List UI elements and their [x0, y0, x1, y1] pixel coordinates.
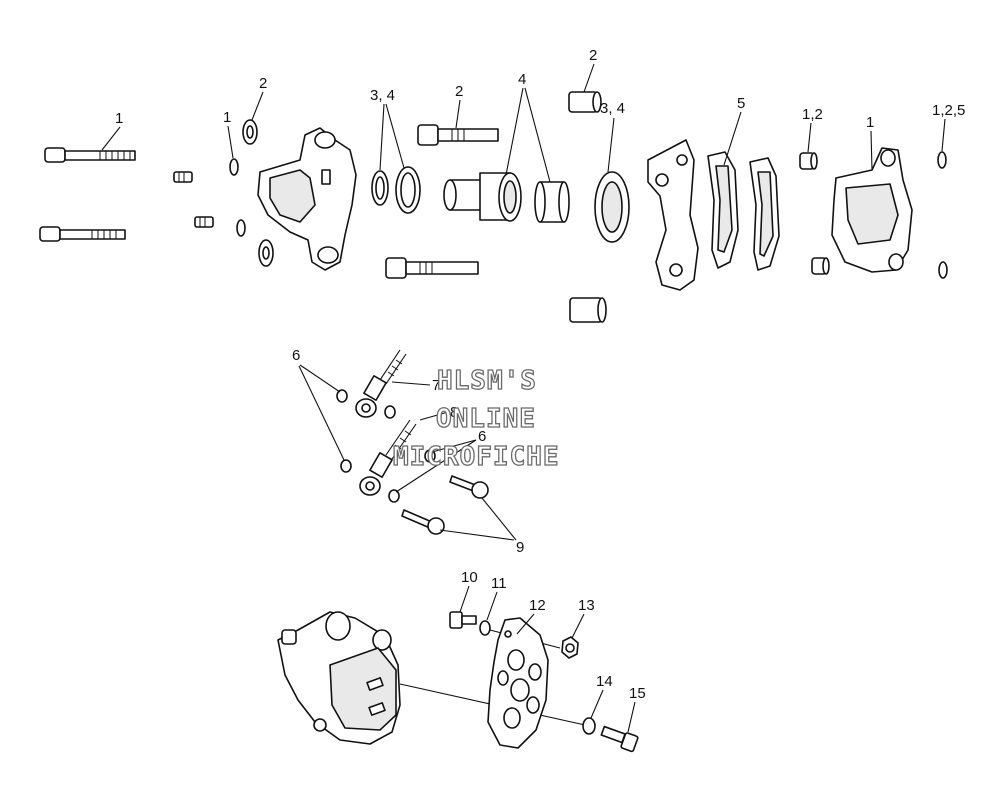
- guide-bushing-upper: [799, 152, 818, 170]
- nut-13: [561, 636, 579, 659]
- washer-14: [582, 717, 596, 735]
- seal-small-hole: [375, 176, 385, 200]
- washer-small-2: [236, 219, 246, 237]
- bleeder-screw-upper: [173, 171, 193, 183]
- leader-line: [723, 111, 742, 166]
- callout-label: 7: [432, 377, 440, 394]
- bushing-lower: [569, 297, 607, 323]
- callout-label: 1: [115, 110, 123, 127]
- callout-label: 8: [450, 404, 458, 421]
- crush-washer-5: [424, 449, 436, 463]
- brake-pad-outer: [749, 157, 780, 271]
- washer-3-hole: [262, 246, 270, 260]
- leader-line: [101, 126, 121, 151]
- callout-label: 14: [596, 673, 613, 690]
- caliper-outer-half: [831, 147, 913, 273]
- caliper-bolt-upper: [44, 147, 136, 163]
- callout-label: 2: [259, 75, 267, 92]
- leader-line: [379, 103, 385, 171]
- leader-line: [419, 411, 449, 421]
- leader-line: [807, 122, 812, 153]
- leader-line: [516, 613, 535, 635]
- callout-label: 2: [455, 83, 463, 100]
- leader-line: [607, 117, 615, 173]
- callout-label: 1: [223, 109, 231, 126]
- leader-line: [227, 125, 234, 159]
- piston-assembly: [443, 172, 522, 222]
- callout-label: 9: [516, 539, 524, 556]
- piston-boot: [534, 181, 570, 223]
- caliper-body-top: [257, 127, 357, 271]
- callout-label: 3, 4: [370, 87, 395, 104]
- crush-washer-1: [336, 389, 348, 403]
- callout-label: 15: [629, 685, 646, 702]
- callout-label: 6: [478, 428, 486, 445]
- crush-washer-2: [384, 405, 396, 419]
- callout-label: 12: [529, 597, 546, 614]
- caliper-assembly: [277, 611, 401, 745]
- banjo-bolt-lower: [401, 509, 445, 535]
- callout-label: 4: [518, 71, 526, 88]
- washer-small-1: [229, 158, 239, 176]
- leader-line: [941, 118, 946, 152]
- leader-line: [385, 103, 405, 169]
- leader-line: [298, 365, 345, 461]
- watermark-line-2: ONLINE: [436, 404, 536, 434]
- leader-line: [590, 689, 604, 719]
- banjo-bolt-upper: [449, 475, 489, 499]
- washer-2-hole: [246, 125, 254, 139]
- crush-washer-3: [340, 459, 352, 473]
- disc-guard-plate: [487, 617, 549, 749]
- caliper-bolt-lower: [39, 226, 126, 242]
- leader-line: [459, 585, 470, 613]
- leader-line: [571, 613, 585, 639]
- leader-line: [299, 364, 341, 393]
- washer-11: [479, 620, 491, 636]
- leader-line: [524, 87, 551, 183]
- brake-hose-lower: [359, 419, 417, 496]
- callout-label: 1,2: [802, 106, 823, 123]
- leader-line: [395, 439, 477, 493]
- callout-label: 6: [292, 347, 300, 364]
- brake-pad-inner: [707, 151, 739, 269]
- leader-line: [251, 91, 264, 121]
- piston-seal-large-inner: [601, 181, 623, 233]
- caliper-bracket: [647, 139, 699, 291]
- leader-line: [391, 381, 431, 386]
- callout-label: 2: [589, 47, 597, 64]
- callout-label: 3, 4: [600, 100, 625, 117]
- crush-washer-4: [388, 489, 400, 503]
- leader-line: [505, 87, 524, 176]
- callout-label: 1,2,5: [932, 102, 965, 119]
- leader-line: [481, 497, 517, 541]
- watermark-line-1: HLSM'S: [437, 366, 537, 396]
- bleeder-screw-lower: [194, 216, 214, 228]
- bolt-15: [600, 725, 639, 753]
- bolt-10: [449, 611, 477, 629]
- clip-ring-upper: [937, 151, 947, 169]
- seal-large-hole: [400, 172, 416, 208]
- bushing-upper: [568, 91, 602, 113]
- leader-line: [431, 439, 477, 453]
- leader-line: [439, 529, 515, 541]
- brake-hose-upper: [355, 349, 407, 418]
- pin-bolt-upper: [417, 124, 499, 146]
- leader-line: [486, 591, 498, 621]
- leader-line: [870, 130, 873, 171]
- watermark-line-3: MICROFICHE: [393, 442, 560, 472]
- clip-ring-lower: [938, 261, 948, 279]
- guide-bushing-lower: [811, 257, 830, 275]
- leader-line: [583, 63, 595, 93]
- callout-label: 13: [578, 597, 595, 614]
- callout-label: 5: [737, 95, 745, 112]
- pin-bolt-lower: [385, 257, 479, 279]
- callout-label: 1: [866, 114, 874, 131]
- leader-line: [627, 701, 636, 733]
- callout-label: 10: [461, 569, 478, 586]
- callout-label: 11: [491, 575, 507, 592]
- leader-line: [455, 99, 461, 129]
